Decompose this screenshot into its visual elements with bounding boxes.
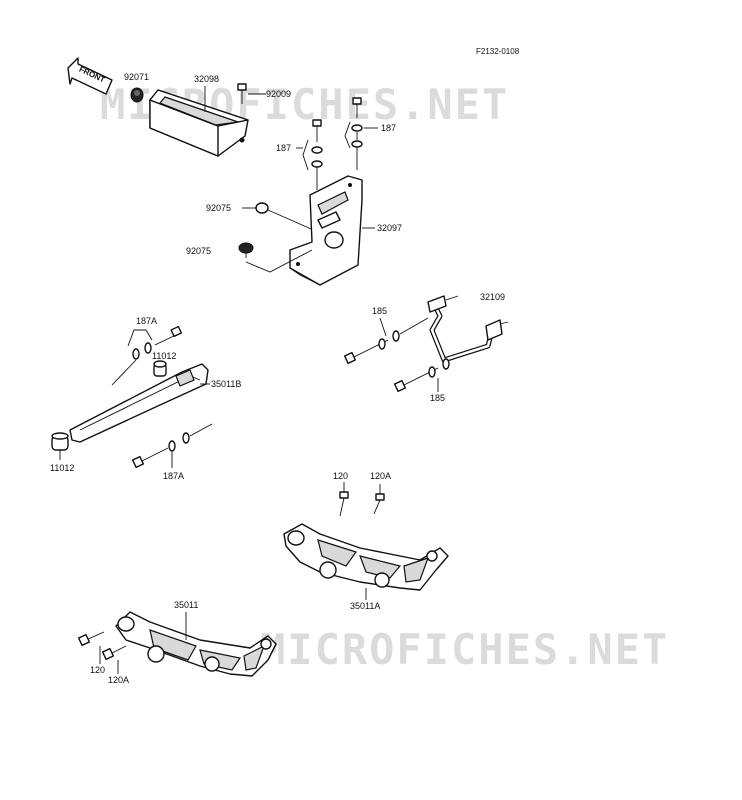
label-187-left: 187 bbox=[276, 143, 292, 153]
label-35011: 35011 bbox=[174, 600, 199, 610]
diagram-code: F2132-0108 bbox=[476, 47, 520, 56]
watermark-bottom: MICROFICHES.NET bbox=[260, 625, 670, 674]
part-187-bolts-right bbox=[344, 97, 378, 170]
label-185-top: 185 bbox=[372, 306, 388, 316]
part-185-bolts-bottom bbox=[393, 358, 450, 393]
label-35011B: 35011B bbox=[211, 379, 242, 389]
label-11012-bottom: 11012 bbox=[50, 463, 75, 473]
label-120A-mid: 120A bbox=[370, 471, 392, 481]
part-92071-grommet bbox=[130, 87, 144, 103]
part-11012-collar-bottom bbox=[51, 432, 69, 460]
part-32109-handle bbox=[427, 295, 509, 363]
part-11012-collar-top bbox=[153, 360, 167, 377]
label-120-bottom: 120 bbox=[90, 665, 106, 675]
label-187A-bottom: 187A bbox=[163, 471, 185, 481]
part-32098-tray bbox=[149, 89, 249, 157]
part-187A-bolts-bottom bbox=[131, 423, 213, 469]
label-92071: 92071 bbox=[124, 72, 150, 82]
label-35011A: 35011A bbox=[350, 601, 381, 611]
part-187-bolts-left bbox=[296, 119, 323, 190]
label-92009: 92009 bbox=[266, 89, 292, 99]
front-arrow-icon bbox=[67, 57, 113, 95]
label-32097: 32097 bbox=[377, 223, 403, 233]
part-35011B-guide bbox=[69, 363, 210, 443]
part-35011A-frame bbox=[283, 523, 449, 600]
label-120A-bottom: 120A bbox=[108, 675, 130, 685]
part-92009-bolt bbox=[237, 83, 266, 104]
label-11012-top: 11012 bbox=[152, 351, 177, 361]
label-187A-top: 187A bbox=[136, 316, 158, 326]
label-185-bottom: 185 bbox=[430, 393, 446, 403]
label-92075-a: 92075 bbox=[206, 203, 232, 213]
part-32097-bracket bbox=[289, 175, 375, 286]
part-187A-bolts-top bbox=[111, 325, 183, 386]
part-92075-grommet-b bbox=[238, 242, 313, 273]
part-35011-frame bbox=[115, 611, 277, 677]
part-185-bolts-top bbox=[343, 317, 429, 365]
part-120-120A-bolts-bottom bbox=[77, 631, 127, 674]
label-32098: 32098 bbox=[194, 74, 220, 84]
label-120-mid: 120 bbox=[333, 471, 349, 481]
label-187-right: 187 bbox=[381, 123, 397, 133]
label-32109: 32109 bbox=[480, 292, 506, 302]
part-120-120A-bolts-mid bbox=[339, 482, 385, 517]
label-92075-b: 92075 bbox=[186, 246, 212, 256]
part-92075-grommet-a bbox=[242, 202, 319, 233]
